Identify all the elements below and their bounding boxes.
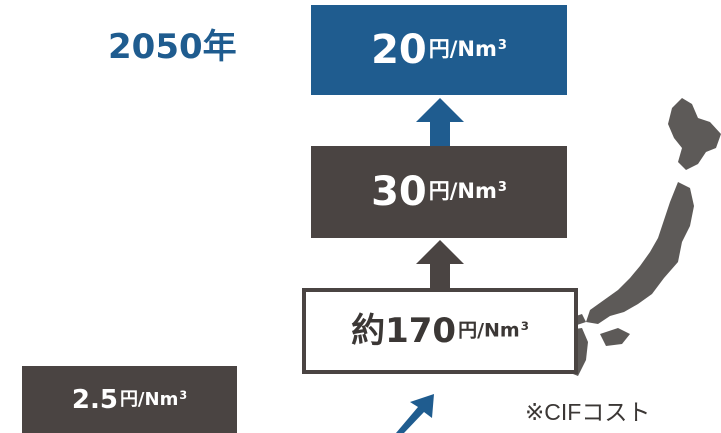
cost-current-unit: 円/Nm3 bbox=[458, 319, 529, 342]
cost-australia-box: 2.5 円/Nm3 bbox=[22, 366, 237, 433]
cost-2050-box: 20 円/Nm3 bbox=[311, 5, 567, 95]
arrow-up-icon bbox=[416, 240, 464, 288]
year-label: 2050年 bbox=[108, 27, 237, 67]
route-arrow-icon bbox=[396, 394, 434, 433]
arrow-up-icon bbox=[416, 98, 464, 146]
cif-cost-note: ※CIFコスト bbox=[525, 399, 651, 425]
cost-australia-value: 2.5 bbox=[71, 384, 118, 415]
cost-current-value: 約170 bbox=[351, 311, 457, 351]
cost-2050-unit: 円/Nm3 bbox=[428, 37, 507, 62]
cost-2030-unit: 円/Nm3 bbox=[428, 179, 507, 204]
cost-current-box: 約170 円/Nm3 bbox=[302, 288, 578, 374]
japan-map-icon bbox=[562, 98, 721, 376]
cost-2030-value: 30 bbox=[371, 169, 427, 215]
cost-2050-value: 20 bbox=[371, 27, 427, 73]
cost-2030-box: 30 円/Nm3 bbox=[311, 146, 567, 238]
cost-australia-unit: 円/Nm3 bbox=[119, 388, 188, 411]
